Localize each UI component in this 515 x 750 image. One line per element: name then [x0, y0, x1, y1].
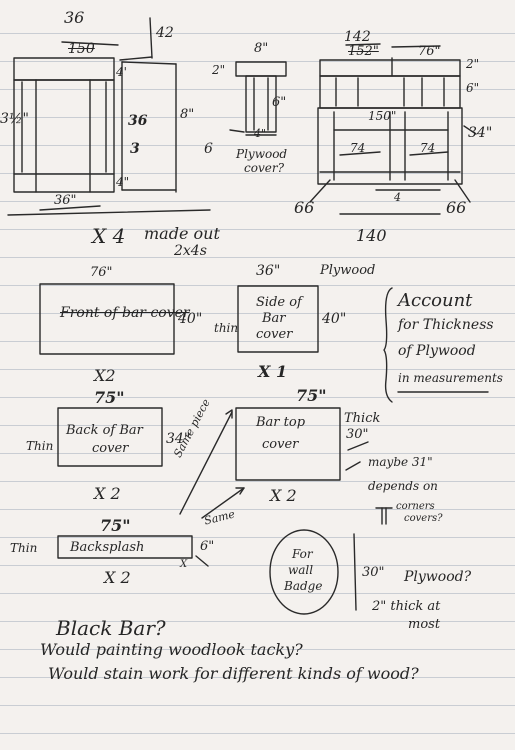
- backsplash-height: 6": [200, 539, 215, 554]
- post-sketch: [229, 61, 287, 136]
- side-label-2: Bar: [262, 311, 286, 326]
- backsplash-thin: Thin: [10, 541, 38, 555]
- bartop-maybe: maybe 31": [368, 455, 433, 469]
- wall-badge-ellipse: [269, 529, 339, 615]
- account-line-2: for Thickness: [398, 317, 494, 333]
- post-dim-2: 2": [212, 63, 226, 77]
- wall-label-1: For: [292, 547, 313, 561]
- front-label: Front of bar cover: [60, 305, 190, 321]
- bartop-label-2: cover: [262, 437, 299, 452]
- wall-label-3: Badge: [284, 579, 323, 593]
- left-frame-sketch: [7, 17, 211, 216]
- bartop-corners: corners: [396, 501, 435, 512]
- back-thin: Thin: [26, 439, 54, 453]
- made-out-label: made out: [144, 224, 220, 243]
- side-thin: thin: [214, 321, 239, 335]
- bartop-height: 30": [346, 427, 369, 442]
- post-label-plywood: Plywood: [236, 147, 288, 161]
- side-height: 40": [322, 311, 347, 327]
- dim-152: 152": [348, 44, 379, 59]
- same-piece-arrow: [179, 411, 233, 515]
- dim-66-left: 66: [294, 198, 315, 217]
- bartop-covers: covers?: [404, 513, 443, 524]
- dim-4: 4: [394, 191, 401, 204]
- side-cover-rect: [237, 285, 319, 353]
- dim-6: 6": [466, 81, 480, 95]
- dim-side: 3½": [0, 111, 29, 127]
- back-count: X 2: [94, 484, 121, 503]
- side-label-1: Side of: [256, 295, 302, 310]
- dim-mid: 36: [128, 113, 148, 129]
- question-painting: Would painting woodlook tacky?: [40, 640, 303, 659]
- dim-42: 42: [156, 25, 174, 41]
- dim-76: 76": [418, 44, 441, 59]
- wall-dim: 30": [362, 565, 385, 580]
- backsplash-small-x: X: [180, 559, 188, 570]
- side-count: X 1: [258, 362, 288, 381]
- back-height: 34": [166, 431, 191, 447]
- bracket: [383, 287, 393, 403]
- wall-thick-2: most: [408, 617, 441, 632]
- wall-plywood: Plywood?: [404, 569, 472, 585]
- post-dim-8: 8": [254, 41, 269, 56]
- dim-6: 6: [204, 141, 213, 157]
- question-black-bar: Black Bar?: [56, 616, 166, 640]
- backsplash-count: X 2: [104, 568, 131, 587]
- made-2x4s-label: 2x4s: [174, 243, 207, 259]
- back-label-2: cover: [92, 441, 129, 456]
- side-plywood: Plywood: [320, 263, 376, 278]
- back-label-1: Back of Bar: [66, 423, 143, 438]
- bartop-depends: depends on: [368, 479, 438, 493]
- bartop-thick: Thick: [344, 411, 381, 426]
- bartop-label-1: Bar top: [256, 415, 306, 430]
- multiplier-x4: X 4: [92, 224, 126, 248]
- question-stain: Would stain work for different kinds of …: [48, 664, 419, 683]
- dim-mid-3: 3: [130, 141, 140, 157]
- account-line-1: Account: [398, 290, 473, 311]
- wall-label-2: wall: [288, 563, 314, 577]
- dim-140: 140: [356, 226, 387, 245]
- dim-4-bottom: 4": [116, 175, 130, 189]
- back-cover-rect: [57, 407, 163, 467]
- dim-74-right: 74: [420, 141, 436, 155]
- dim-36-bottom: 36": [54, 193, 77, 208]
- side-width: 36": [256, 263, 281, 279]
- dim-142: 142: [344, 29, 371, 45]
- dim-150: 150": [368, 109, 397, 123]
- back-width: 75": [94, 388, 125, 407]
- backsplash-label: Backsplash: [70, 540, 145, 555]
- front-count: X2: [94, 366, 116, 385]
- post-dim-4: 4": [254, 127, 267, 140]
- backsplash-width: 75": [100, 516, 131, 535]
- account-line-4: in measurements: [398, 371, 503, 385]
- front-height: 40": [178, 311, 203, 327]
- bartop-width: 75": [296, 386, 327, 405]
- dim-8: 8": [180, 107, 195, 122]
- backsplash-rect: [57, 535, 193, 559]
- dim-150: 150: [68, 41, 95, 57]
- post-label-cover: cover?: [244, 161, 284, 175]
- bartop-count: X 2: [270, 486, 297, 505]
- dim-2: 2": [466, 57, 480, 71]
- dim-4-top: 4': [116, 65, 127, 79]
- dim-36: 36: [64, 8, 85, 27]
- front-cover-rect: [39, 283, 175, 355]
- bar-top-cover-rect: [235, 407, 341, 481]
- dim-74-left: 74: [350, 141, 366, 155]
- front-width: 76": [90, 265, 113, 280]
- bar-elevation-sketch: [309, 43, 477, 215]
- side-label-3: cover: [256, 327, 293, 342]
- account-line-3: of Plywood: [398, 343, 476, 359]
- wall-thick-1: 2" thick at: [372, 599, 441, 614]
- dim-34: 34": [468, 125, 493, 141]
- post-dim-6: 6": [272, 95, 287, 110]
- dim-66-right: 66: [446, 198, 467, 217]
